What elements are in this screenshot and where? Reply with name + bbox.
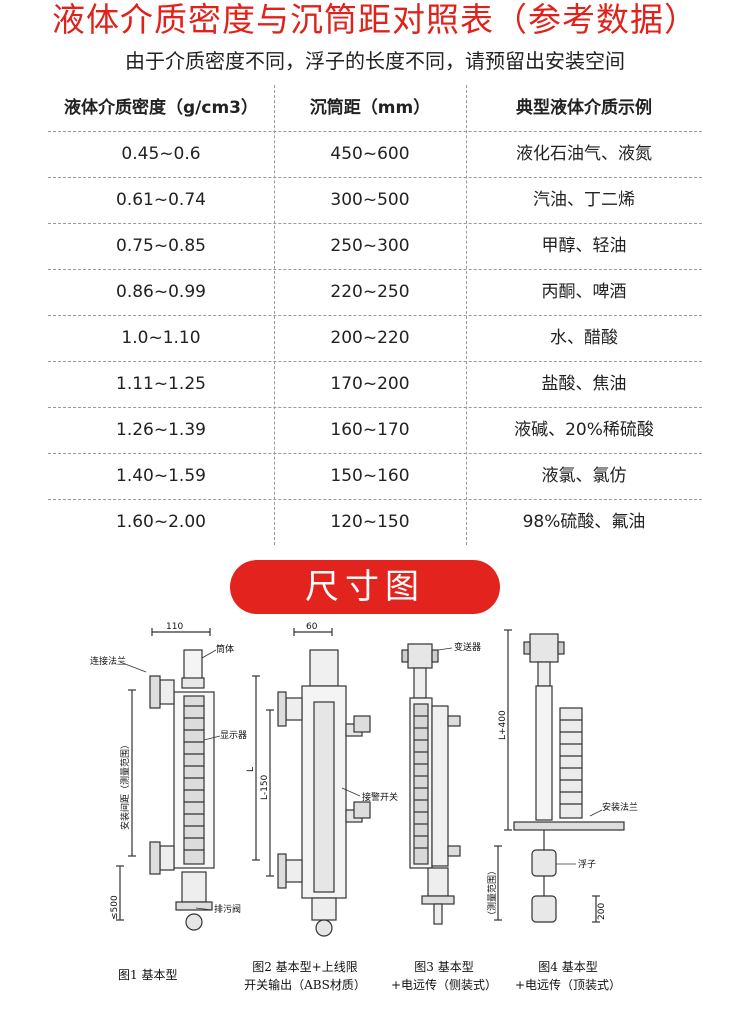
page-subtitle: 由于介质密度不同，浮子的长度不同，请预留出安装空间 xyxy=(125,49,625,73)
caption-figure-4-line1: 图4 基本型 xyxy=(538,960,598,974)
cell-example: 丙酮、啤酒 xyxy=(541,282,627,302)
label-l: L xyxy=(246,767,256,772)
cell-example: 液碱、20%稀硫酸 xyxy=(514,420,654,440)
cell-density: 1.26~1.39 xyxy=(116,420,206,440)
table-row: 1.60~2.00 120~150 98%硫酸、氟油 xyxy=(48,499,702,545)
cell-example: 甲醇、轻油 xyxy=(541,236,627,256)
page-title: 液体介质密度与沉筒距对照表（参考数据） xyxy=(52,0,698,39)
label-measure-range: （测量范围） xyxy=(486,866,498,920)
cell-example: 98%硫酸、氟油 xyxy=(522,512,646,532)
cell-example: 液氯、氯仿 xyxy=(541,466,627,486)
dimension-section-banner: 尺寸图 xyxy=(230,560,500,614)
figure-3-side xyxy=(401,643,461,925)
label-float: 浮子 xyxy=(578,858,596,870)
cell-distance: 160~170 xyxy=(330,420,410,440)
table-row: 0.61~0.74 300~500 汽油、丁二烯 xyxy=(48,177,702,224)
cell-density: 1.0~1.10 xyxy=(121,328,201,348)
cell-distance: 250~300 xyxy=(330,236,410,256)
cell-example: 汽油、丁二烯 xyxy=(533,190,635,210)
label-display: 显示器 xyxy=(220,730,247,741)
cell-density: 1.40~1.59 xyxy=(116,466,206,486)
cell-density: 1.11~1.25 xyxy=(116,374,206,394)
caption-figure-4-line2: +电远传（顶装式） xyxy=(514,978,622,992)
cell-distance: 170~200 xyxy=(330,374,410,394)
cell-density: 0.45~0.6 xyxy=(121,144,201,164)
label-l150: L-150 xyxy=(260,774,270,800)
label-transmitter: 变送器 xyxy=(454,641,481,653)
table-row: 0.86~0.99 220~250 丙酮、啤酒 xyxy=(48,269,702,316)
table-row: 1.40~1.59 150~160 液氯、氯仿 xyxy=(48,453,702,500)
label-dim-60: 60 xyxy=(306,622,318,632)
cell-density: 0.61~0.74 xyxy=(116,190,206,210)
caption-figure-3-line1: 图3 基本型 xyxy=(414,960,474,974)
cell-distance: 120~150 xyxy=(330,512,410,532)
label-dim-110: 110 xyxy=(166,622,183,632)
label-dim-200: 200 xyxy=(597,903,607,920)
cell-example: 盐酸、焦油 xyxy=(541,374,627,394)
label-drain-valve: 排污阀 xyxy=(214,903,241,915)
figure-4-top xyxy=(494,629,625,923)
table-row: 1.11~1.25 170~200 盐酸、焦油 xyxy=(48,361,702,408)
label-install-flange: 安装法兰 xyxy=(602,801,638,813)
label-l400: L+400 xyxy=(498,710,508,740)
cell-distance: 450~600 xyxy=(330,144,410,164)
caption-figure-1: 图1 基本型 xyxy=(118,968,178,982)
cell-density: 0.75~0.85 xyxy=(116,236,206,256)
cell-distance: 220~250 xyxy=(330,282,410,302)
cell-distance: 300~500 xyxy=(330,190,410,210)
figure-2-switch xyxy=(252,628,371,937)
table-row: 1.26~1.39 160~170 液碱、20%稀硫酸 xyxy=(48,407,702,454)
table-row: 0.75~0.85 250~300 甲醇、轻油 xyxy=(48,223,702,270)
caption-figure-3-line2: +电远传（侧装式） xyxy=(390,978,498,992)
header-example: 典型液体介质示例 xyxy=(516,98,652,118)
cell-example: 液化石油气、液氮 xyxy=(516,144,652,164)
cell-example: 水、醋酸 xyxy=(550,328,618,348)
caption-figure-2-line2: 开关输出（ABS材质） xyxy=(244,978,366,992)
label-body: 筒体 xyxy=(216,643,234,655)
label-lt500: ≤500 xyxy=(110,895,120,920)
cell-density: 0.86~0.99 xyxy=(116,282,206,302)
cell-distance: 200~220 xyxy=(330,328,410,348)
table-row: 1.0~1.10 200~220 水、醋酸 xyxy=(48,315,702,362)
label-switch: 接警开关 xyxy=(362,791,398,803)
table-header-row: 液体介质密度（g/cm3） 沉筒距（mm） 典型液体介质示例 xyxy=(48,85,702,132)
density-table: 液体介质密度（g/cm3） 沉筒距（mm） 典型液体介质示例 0.45~0.6 … xyxy=(48,85,702,545)
figure-1-basic xyxy=(116,628,221,931)
label-flange: 连接法兰 xyxy=(90,655,126,667)
cell-distance: 150~160 xyxy=(330,466,410,486)
caption-figure-2-line1: 图2 基本型+上线限 xyxy=(252,960,358,974)
header-density: 液体介质密度（g/cm3） xyxy=(64,98,258,118)
cell-density: 1.60~2.00 xyxy=(116,512,206,532)
header-distance: 沉筒距（mm） xyxy=(309,98,431,118)
label-install-distance: 安装间距（测量范围） xyxy=(119,740,131,830)
dimension-drawing: 110 连接法兰 筒体 显示器 安装间距（测量范围） ≤500 排污阀 60 L… xyxy=(90,622,638,937)
table-row: 0.45~0.6 450~600 液化石油气、液氮 xyxy=(48,131,702,178)
